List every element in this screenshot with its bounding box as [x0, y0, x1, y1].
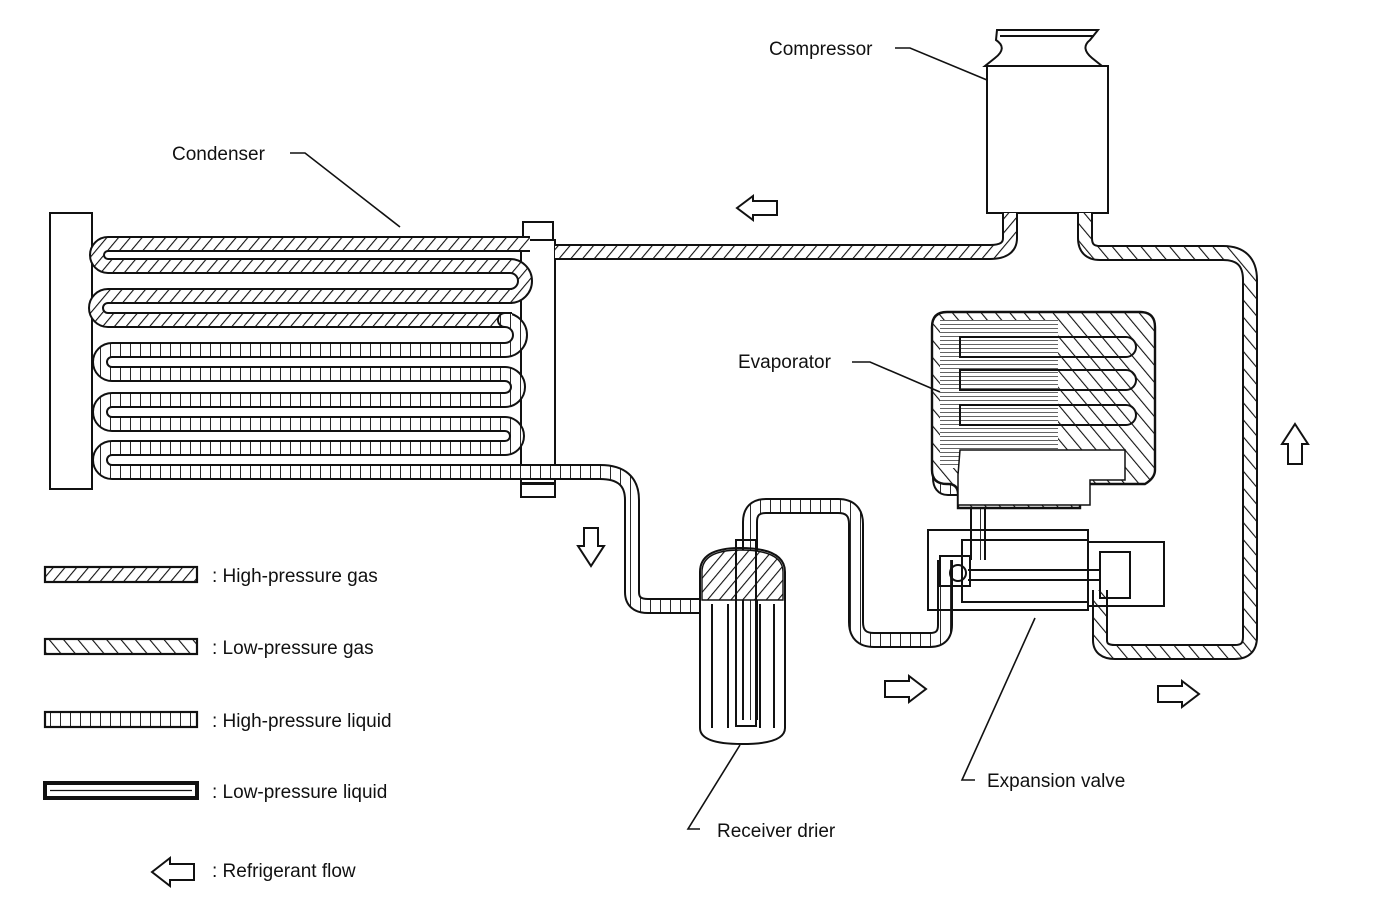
- legend-item-refrigerant-flow: : Refrigerant flow: [150, 855, 356, 889]
- flow-arrows: [576, 194, 1310, 710]
- evaporator: [930, 310, 1157, 510]
- compressor-leader: [895, 47, 988, 81]
- arrow-left-icon: [150, 855, 195, 889]
- legend-swatch-high-pressure-liquid: [43, 710, 199, 729]
- arrow-up-icon: [1280, 422, 1310, 465]
- expansion-valve-diaphragm: [1087, 541, 1165, 607]
- condenser-label: Condenser: [172, 144, 266, 165]
- condenser-left-plate: [49, 212, 93, 490]
- legend-label-high-pressure-gas: : High-pressure gas: [212, 566, 378, 587]
- receiver-drier-leader: [686, 744, 741, 830]
- legend-swatch-low-pressure-gas: [43, 637, 199, 656]
- arrow-right-icon: [1157, 678, 1201, 710]
- arrow-down-icon: [576, 527, 606, 568]
- condenser: [49, 212, 600, 498]
- receiver-drier-label: Receiver drier: [717, 821, 836, 842]
- compressor: [982, 29, 1109, 214]
- legend-label-low-pressure-liquid: : Low-pressure liquid: [212, 782, 387, 803]
- legend: : High-pressure gas : Low-pressure gas :…: [43, 565, 392, 889]
- arrow-right-icon: [884, 673, 928, 705]
- expansion-valve-ball: [949, 564, 967, 582]
- legend-label-low-pressure-gas: : Low-pressure gas: [212, 638, 374, 659]
- condenser-inlet-fitting: [522, 221, 554, 241]
- evaporator-leader: [852, 361, 941, 393]
- evaporator-label: Evaporator: [738, 352, 832, 373]
- condenser-leader: [290, 152, 401, 228]
- expansion-valve-leader: [960, 617, 1036, 781]
- legend-item-low-pressure-gas: : Low-pressure gas: [43, 637, 374, 659]
- legend-label-high-pressure-liquid: : High-pressure liquid: [212, 711, 392, 732]
- receiver-drier: [699, 539, 786, 746]
- receiver-drier-body: [699, 546, 786, 746]
- arrow-left-icon: [735, 194, 778, 222]
- condenser-outlet-fitting: [520, 482, 556, 498]
- expansion-valve: [927, 529, 1165, 611]
- legend-label-refrigerant-flow: : Refrigerant flow: [212, 861, 356, 882]
- receiver-drier-tube: [735, 539, 757, 727]
- legend-item-high-pressure-gas: : High-pressure gas: [43, 565, 378, 587]
- legend-item-high-pressure-liquid: : High-pressure liquid: [43, 710, 392, 732]
- compressor-body: [986, 65, 1109, 214]
- legend-item-low-pressure-liquid: : Low-pressure liquid: [43, 781, 387, 803]
- expansion-valve-label: Expansion valve: [987, 771, 1125, 792]
- compressor-label: Compressor: [769, 39, 873, 60]
- legend-swatch-high-pressure-gas: [43, 565, 199, 584]
